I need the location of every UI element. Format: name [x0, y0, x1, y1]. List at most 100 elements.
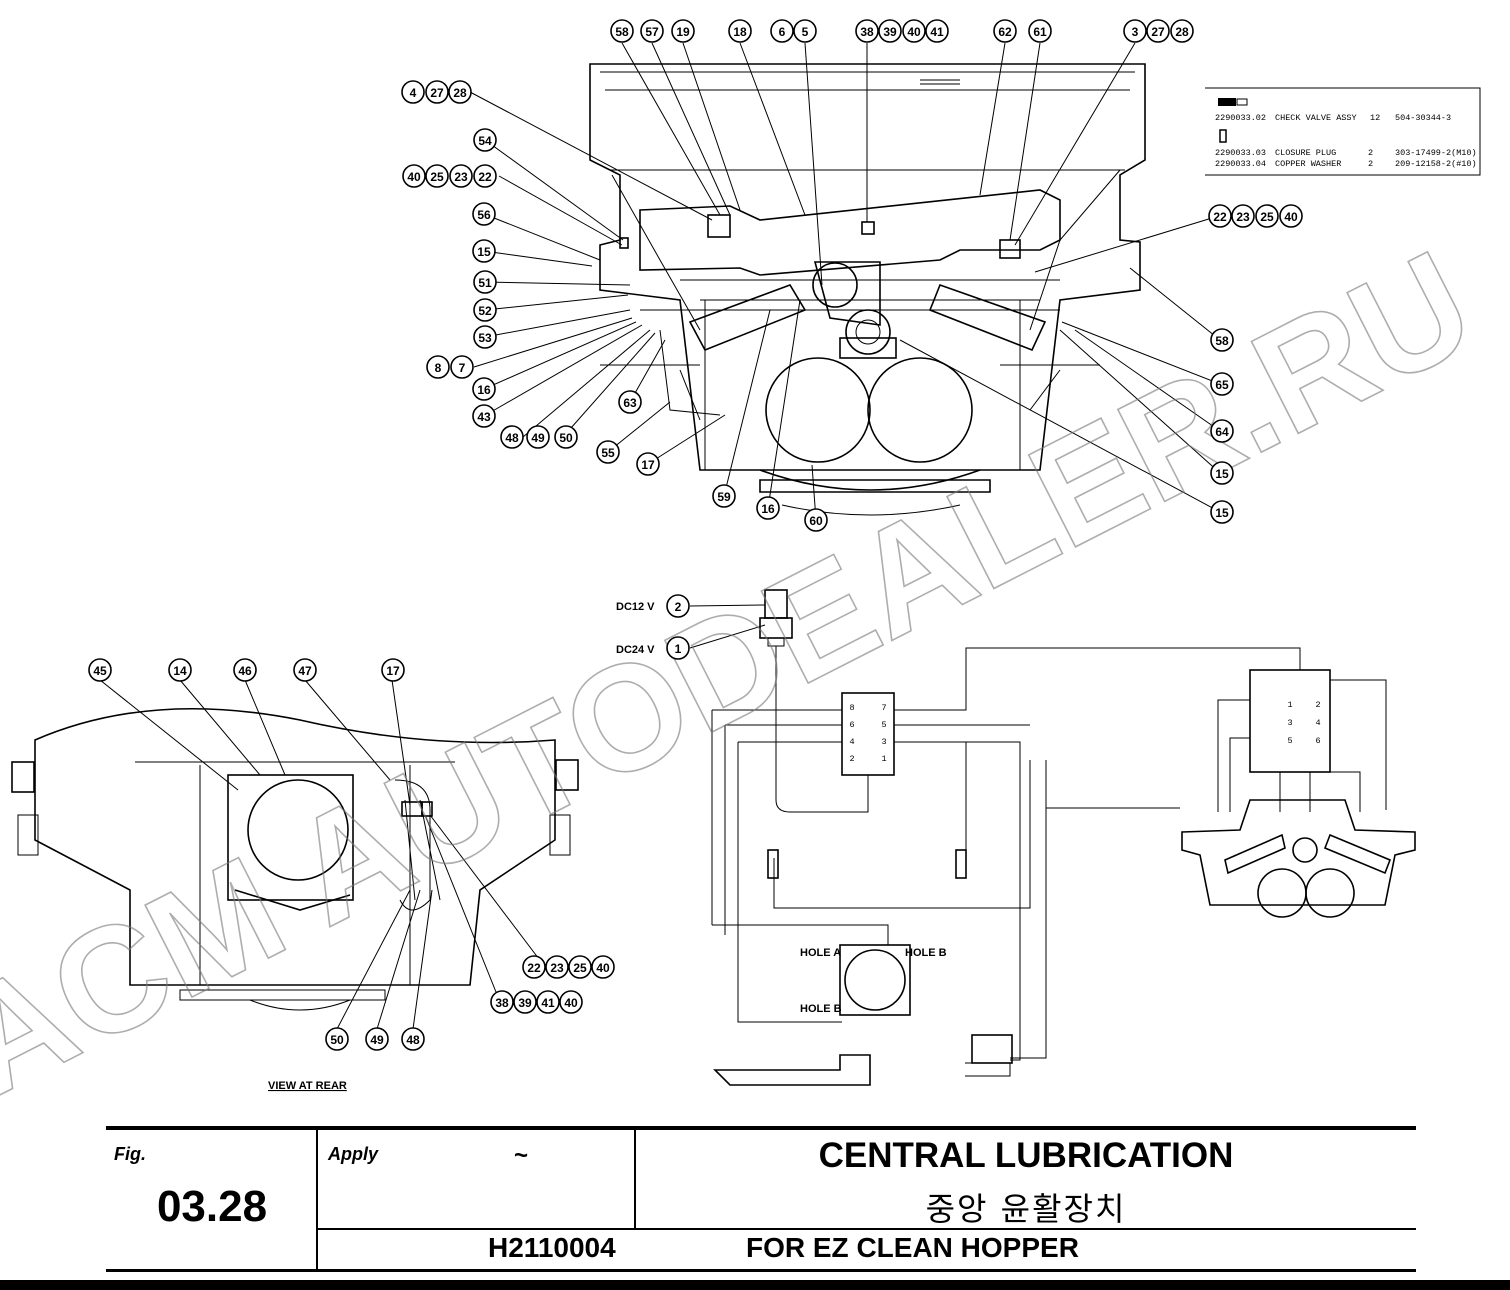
callout-18: 18	[728, 19, 752, 43]
callout-56: 56	[472, 202, 496, 226]
callout-circle	[568, 955, 592, 979]
callout-circle	[500, 425, 524, 449]
distributor-right-port: 1	[1287, 700, 1292, 710]
callout-number: 25	[430, 170, 444, 184]
callout-circle	[472, 404, 496, 428]
callout-circle	[473, 325, 497, 349]
callout-3: 3	[1123, 19, 1147, 43]
distributor-right-port: 4	[1315, 718, 1320, 728]
callout-6: 6	[770, 19, 794, 43]
parts-table: 2290033.02 CHECK VALVE ASSY 12 504-30344…	[1205, 87, 1481, 176]
callout-28: 28	[448, 80, 472, 104]
callout-number: 17	[641, 458, 655, 472]
callout-number: 18	[733, 25, 747, 39]
callout-number: 62	[998, 25, 1012, 39]
callout-58: 58	[1210, 328, 1234, 352]
callout-number: 27	[1151, 25, 1165, 39]
callout-circle	[618, 390, 642, 414]
callout-circle	[522, 955, 546, 979]
hole-b-top-label: HOLE B	[905, 947, 947, 959]
callout-circle	[666, 594, 690, 618]
callout-62: 62	[993, 19, 1017, 43]
callout-15: 15	[1210, 500, 1234, 524]
title-english: CENTRAL LUBRICATION	[818, 1136, 1234, 1175]
callout-circle	[381, 658, 405, 682]
callout-number: 64	[1215, 425, 1229, 439]
callout-circle	[756, 496, 780, 520]
callout-40: 40	[559, 990, 583, 1014]
callout-circle	[793, 19, 817, 43]
callout-circle	[472, 202, 496, 226]
callout-circle	[712, 484, 736, 508]
distributor-right-port: 6	[1315, 736, 1320, 746]
watermark: ACM AUTODEALER.RU	[0, 218, 1497, 1120]
callout-47: 47	[293, 658, 317, 682]
callout-number: 25	[573, 961, 587, 975]
callout-15: 15	[472, 239, 496, 263]
callout-number: 27	[430, 86, 444, 100]
callout-19: 19	[671, 19, 695, 43]
callout-number: 25	[1260, 210, 1274, 224]
callout-43: 43	[472, 404, 496, 428]
callout-circle	[490, 990, 514, 1014]
callout-circle	[878, 19, 902, 43]
callout-23: 23	[545, 955, 569, 979]
apply-label: Apply	[328, 1144, 379, 1164]
callout-59: 59	[712, 484, 736, 508]
callout-45: 45	[88, 658, 112, 682]
callout-number: 38	[860, 25, 874, 39]
callout-number: 54	[478, 134, 492, 148]
callout-number: 48	[505, 431, 519, 445]
distributor-left-port: 1	[881, 754, 886, 764]
distributor-right-port: 3	[1287, 718, 1292, 728]
callout-number: 2	[675, 600, 682, 614]
title-block: Fig. 03.28 Apply ~ CENTRAL LUBRICATION 중…	[106, 1126, 1416, 1272]
callout-circle	[1210, 461, 1234, 485]
callout-49: 49	[365, 1027, 389, 1051]
callout-number: 39	[883, 25, 897, 39]
fig-cell: Fig. 03.28	[106, 1130, 318, 1269]
callout-number: 55	[601, 446, 615, 460]
callout-number: 46	[238, 664, 252, 678]
callout-circle	[591, 955, 615, 979]
callout-circle	[902, 19, 926, 43]
callout-circle	[401, 80, 425, 104]
callout-number: 65	[1215, 378, 1229, 392]
callout-circle	[472, 377, 496, 401]
callout-27: 27	[425, 80, 449, 104]
callout-38: 38	[855, 19, 879, 43]
callout-number: 40	[1284, 210, 1298, 224]
callout-number: 40	[407, 170, 421, 184]
hole-a-label: HOLE A	[800, 947, 841, 959]
callout-circle	[473, 164, 497, 188]
dc12-label: DC12 V	[616, 601, 655, 613]
callout-50: 50	[554, 425, 578, 449]
callout-circle	[449, 164, 473, 188]
callout-54: 54	[473, 128, 497, 152]
callout-41: 41	[536, 990, 560, 1014]
callout-number: 22	[527, 961, 541, 975]
callout-39: 39	[513, 990, 537, 1014]
callout-14: 14	[168, 658, 192, 682]
callout-circle	[1123, 19, 1147, 43]
callout-number: 61	[1033, 25, 1047, 39]
callout-number: 41	[930, 25, 944, 39]
callout-number: 28	[453, 86, 467, 100]
callout-number: 19	[676, 25, 690, 39]
callout-number: 47	[298, 664, 312, 678]
callout-2: 2	[666, 594, 690, 618]
callout-circle	[513, 990, 537, 1014]
callout-64: 64	[1210, 419, 1234, 443]
callout-circle	[88, 658, 112, 682]
callout-number: 40	[907, 25, 921, 39]
callout-25: 25	[568, 955, 592, 979]
callout-number: 23	[454, 170, 468, 184]
callout-23: 23	[1231, 204, 1255, 228]
callout-circle	[636, 452, 660, 476]
callout-17: 17	[636, 452, 660, 476]
callout-circle	[473, 128, 497, 152]
view-at-rear-label: VIEW AT REAR	[268, 1080, 347, 1092]
callout-57: 57	[640, 19, 664, 43]
callout-39: 39	[878, 19, 902, 43]
